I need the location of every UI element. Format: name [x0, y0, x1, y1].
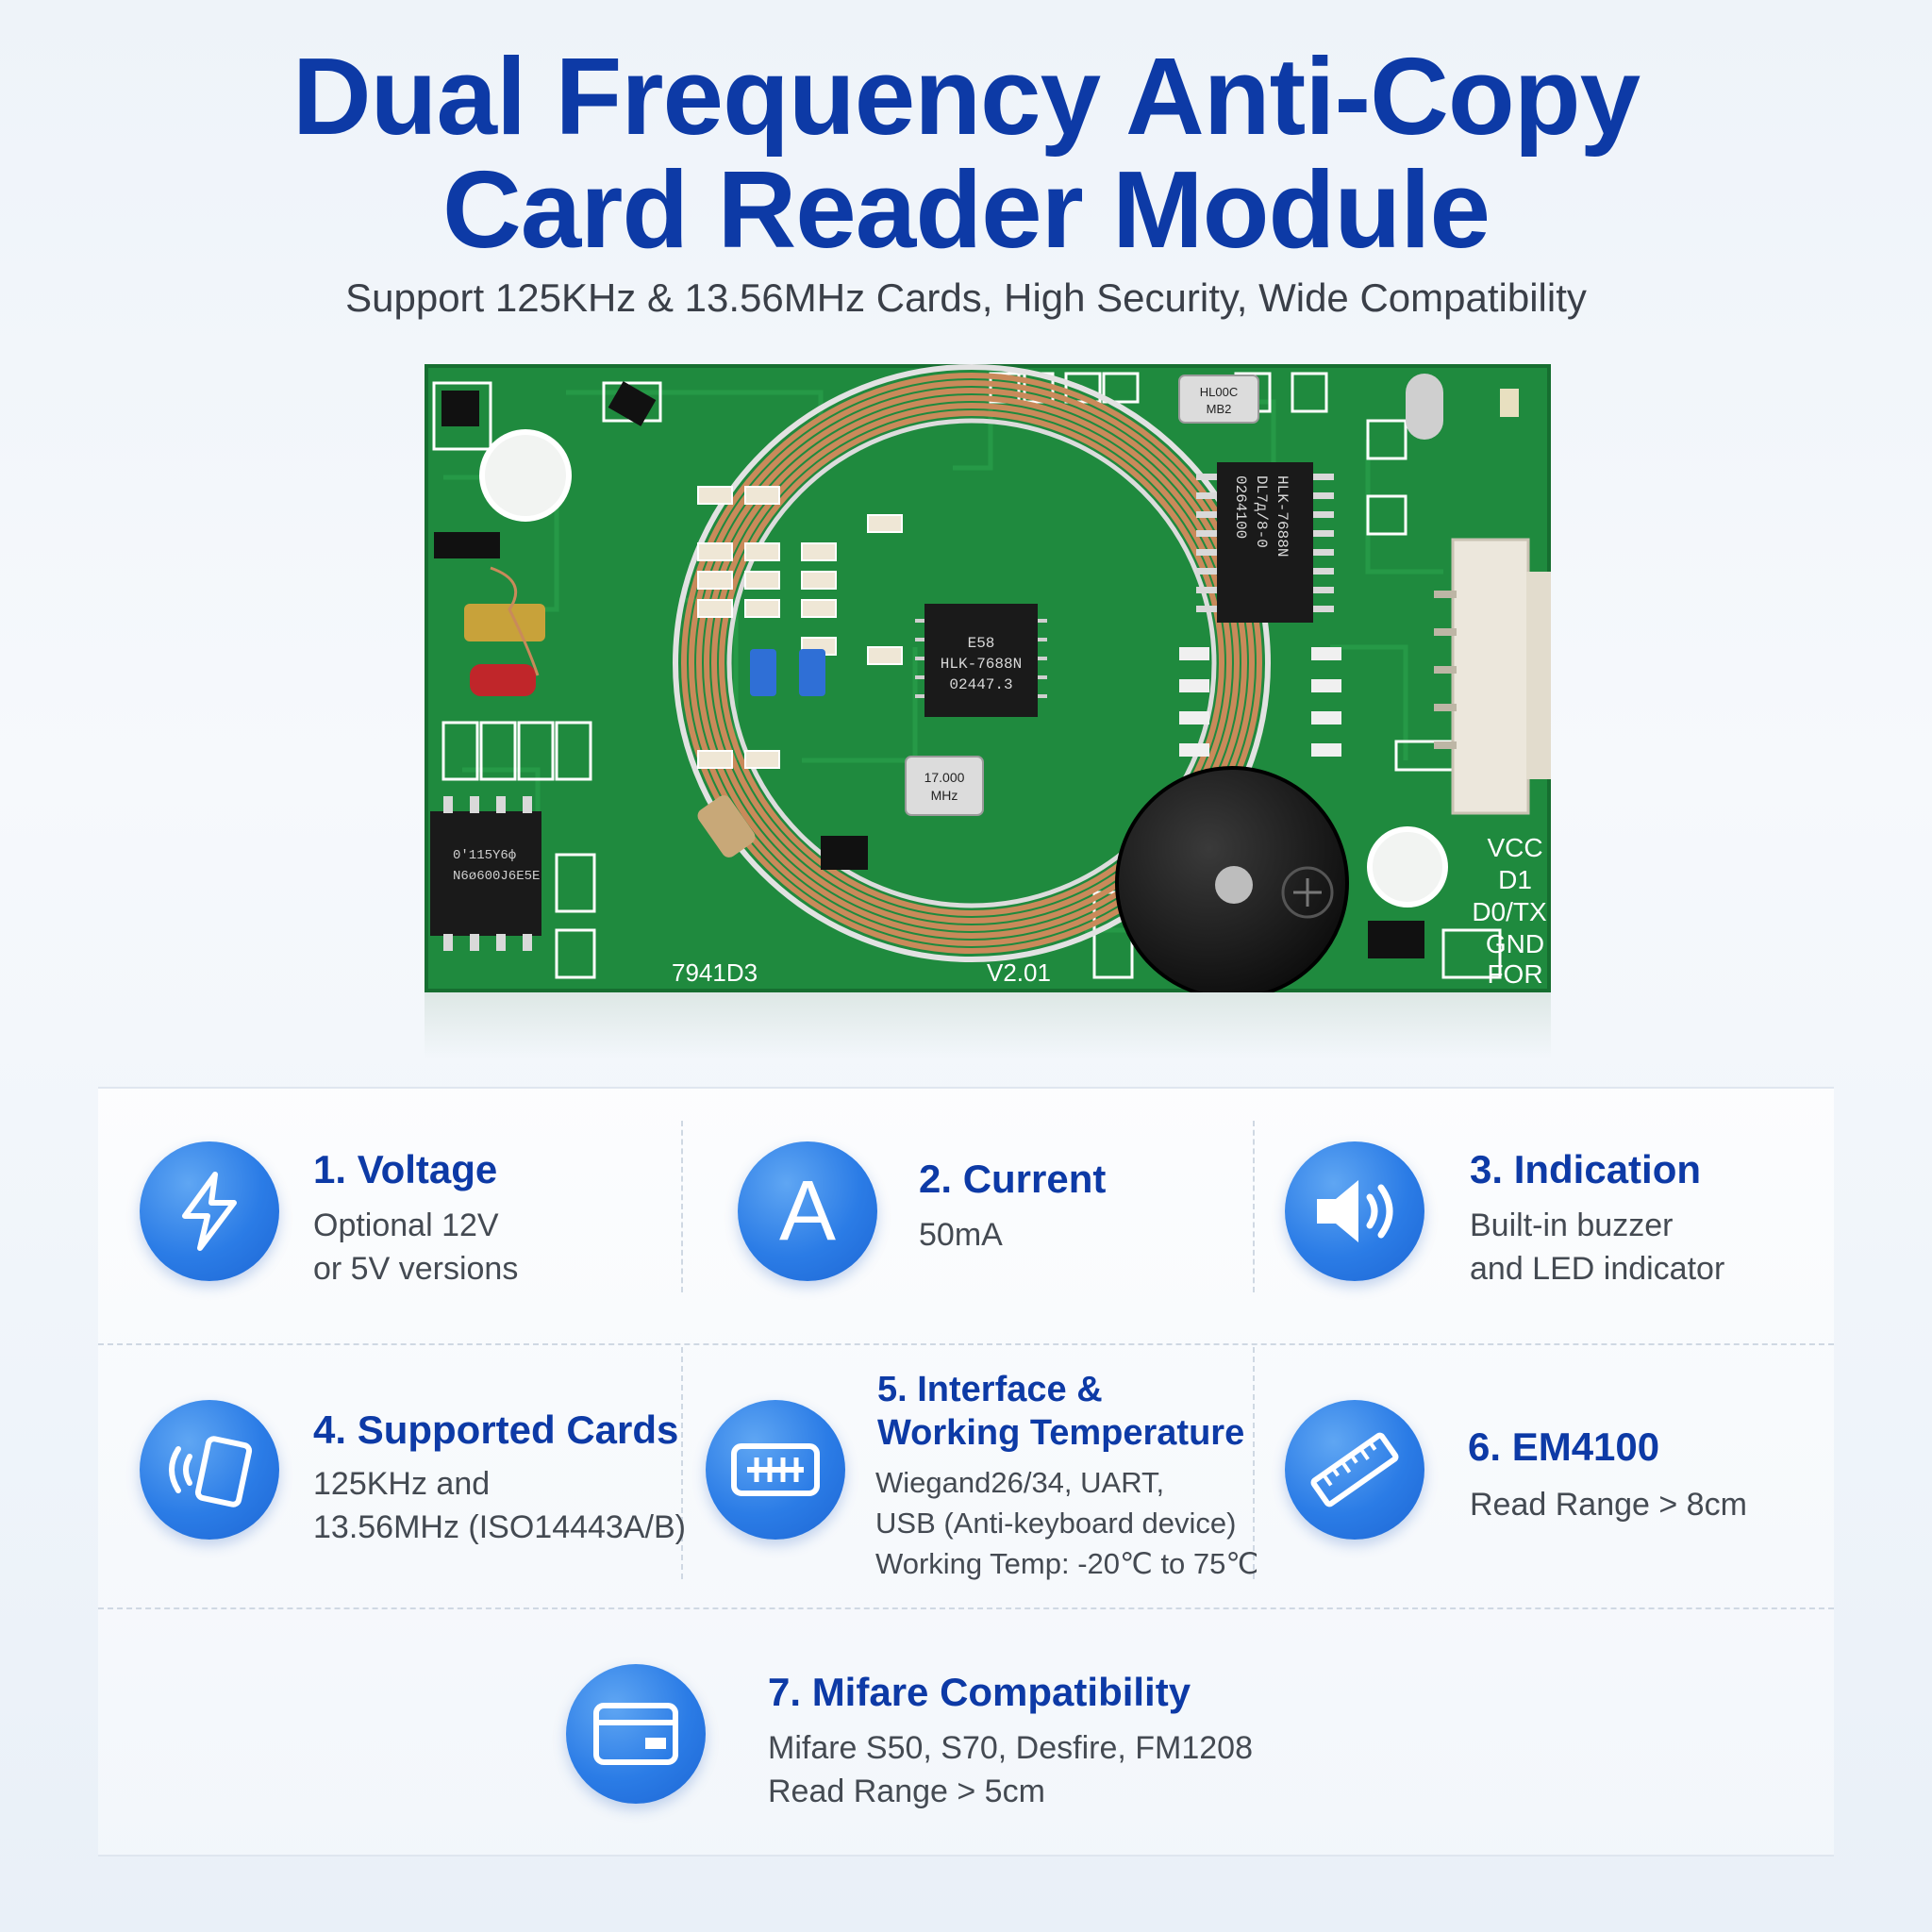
left-chip-text2: N6ø600J6E5E [453, 869, 540, 884]
crystal-17mhz [905, 756, 984, 816]
connector-icon [706, 1400, 845, 1540]
feature-line: USB (Anti-keyboard device) [875, 1507, 1237, 1540]
nfc-card-icon [140, 1400, 279, 1540]
feature-line: or 5V versions [313, 1251, 519, 1287]
feature-title: 1. Voltage [313, 1147, 498, 1191]
credit-card-icon [566, 1664, 706, 1804]
right-chip-text3: 0264100 [1232, 475, 1249, 539]
page-title-line2: Card Reader Module [442, 148, 1491, 271]
feature-title: 4. Supported Cards [313, 1407, 679, 1452]
feature-line: Mifare S50, S70, Desfire, FM1208 [768, 1730, 1254, 1766]
crystal-top-text1: HL00C [1200, 385, 1238, 399]
feature-line: 125KHz and [313, 1466, 491, 1502]
pin-label-d1: D1 [1498, 865, 1532, 894]
right-chip-text1: HLK-7688N [1274, 475, 1291, 557]
pin-label-vcc: VCC [1487, 833, 1542, 862]
crystal-top-text2: MB2 [1207, 402, 1232, 416]
divider [1253, 1347, 1255, 1579]
features-panel [98, 1087, 1834, 1857]
main-chip-text2: HLK-7688N [941, 656, 1022, 673]
feature-line: Read Range > 8cm [1470, 1487, 1747, 1523]
feature-line: Built-in buzzer [1470, 1208, 1674, 1243]
ruler-icon [1285, 1400, 1424, 1540]
crystal-17-text1: 17.000 [924, 770, 965, 785]
speaker-icon [1285, 1141, 1424, 1281]
feature-line: and LED indicator [1470, 1251, 1725, 1287]
connector-header [1451, 538, 1530, 815]
pin-label-d0tx: D0/TX [1472, 897, 1547, 926]
feature-line: 50mA [919, 1217, 1003, 1253]
right-chip-text2: DL7д/8-0 [1253, 475, 1270, 548]
pin-label-for: FOR [1487, 959, 1542, 989]
divider [1253, 1121, 1255, 1292]
feature-title-line1: 5. Interface & [877, 1370, 1103, 1409]
left-chip-text1: 0'115Y6ф [453, 848, 516, 863]
right-chip [1217, 462, 1313, 623]
divider [98, 1343, 1834, 1345]
feature-title-line2: Working Temperature [877, 1413, 1245, 1453]
left-chip [430, 811, 541, 936]
feature-line: Wiegand26/34, UART, [875, 1466, 1165, 1499]
feature-line: 13.56MHz (ISO14443A/B) [313, 1509, 686, 1545]
feature-title: 2. Current [919, 1157, 1107, 1201]
divider [681, 1347, 683, 1579]
divider [98, 1607, 1834, 1609]
feature-line: Optional 12V [313, 1208, 499, 1243]
board-id-label: 7941D3 [672, 958, 758, 987]
feature-line: Read Range > 5cm [768, 1774, 1045, 1809]
main-chip-text3: 02447.3 [949, 676, 1012, 693]
crystal-17-text2: MHz [931, 788, 958, 803]
feature-title: 6. EM4100 [1468, 1424, 1660, 1469]
ampere-icon: A [738, 1141, 877, 1281]
divider [681, 1121, 683, 1292]
crystal-top [1178, 375, 1259, 424]
main-chip [924, 604, 1038, 717]
lightning-icon [140, 1141, 279, 1281]
ampere-glyph: A [778, 1163, 837, 1258]
page-title-line1: Dual Frequency Anti-Copy [291, 35, 1641, 158]
feature-line: Working Temp: -20℃ to 75℃ [875, 1547, 1259, 1580]
pcb-image: 0'115Y6ф N6ø600J6E5E [425, 364, 1551, 992]
main-chip-text1: E58 [968, 635, 995, 652]
pcb-reflection [425, 992, 1551, 1058]
feature-title: 3. Indication [1470, 1147, 1702, 1191]
pin-label-gnd: GND [1486, 929, 1544, 958]
feature-title: 7. Mifare Compatibility [768, 1670, 1191, 1714]
antenna-coil [673, 364, 1271, 962]
page-subtitle: Support 125KHz & 13.56MHz Cards, High Se… [345, 275, 1587, 320]
board-version-label: V2.01 [987, 958, 1051, 987]
